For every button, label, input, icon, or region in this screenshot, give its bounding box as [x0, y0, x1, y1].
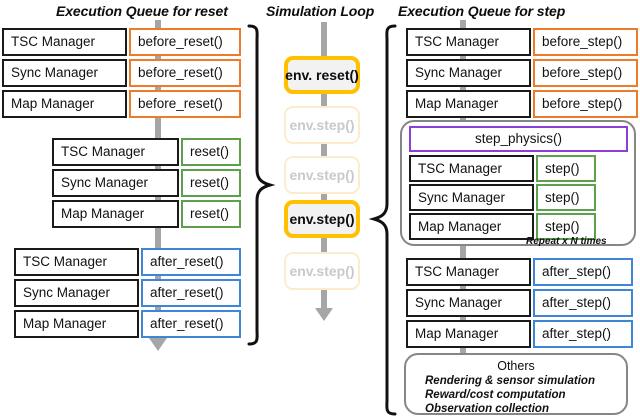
step-physics-label: step_physics() [474, 131, 563, 147]
method-label: reset() [190, 175, 230, 191]
step-before-row-method: before_step() [533, 59, 638, 87]
sim-node-env-step[interactable]: env.step() [284, 106, 360, 144]
step-queue-brace [368, 24, 397, 416]
step-after-row-manager: Sync Manager [406, 289, 531, 317]
manager-label: Sync Manager [415, 295, 503, 311]
reset-before-row-manager: Map Manager [2, 90, 127, 118]
manager-label: TSC Manager [23, 254, 108, 270]
manager-label: TSC Manager [61, 144, 146, 160]
sim-node-label: env.step() [289, 211, 355, 227]
reset-after-row-manager: Map Manager [14, 310, 139, 338]
others-line: Observation collection [425, 403, 549, 415]
manager-label: TSC Manager [418, 160, 503, 176]
method-label: step() [545, 189, 580, 205]
step-after-row-manager: TSC Manager [406, 258, 531, 286]
method-label: reset() [190, 144, 230, 160]
right-column-title: Execution Queue for step [398, 3, 566, 19]
manager-label: Sync Manager [415, 65, 503, 81]
reset-queue-brace [247, 24, 276, 346]
reset-after-row-method: after_reset() [141, 248, 241, 276]
manager-label: Map Manager [61, 206, 145, 222]
step-repeat-note: Repeat x N times [526, 236, 607, 247]
step-before-row-method: before_step() [533, 90, 638, 118]
manager-label: Sync Manager [61, 175, 149, 191]
step-main-row-manager: Map Manager [409, 213, 534, 240]
reset-main-row-manager: Sync Manager [52, 169, 179, 197]
sim-node-env-reset[interactable]: env. reset() [284, 56, 360, 94]
others-line: Reward/cost computation [425, 389, 566, 401]
reset-after-row-method: after_reset() [141, 279, 241, 307]
sim-node-label: env. reset() [285, 67, 359, 83]
step-physics-box: step_physics() [409, 126, 628, 152]
sim-node-label: env.step() [289, 263, 355, 279]
step-main-row-manager: Sync Manager [409, 184, 534, 211]
sim-node-label: env.step() [289, 117, 355, 133]
left-column-title: Execution Queue for reset [56, 3, 228, 19]
method-label: after_step() [542, 326, 612, 342]
step-before-row-manager: Map Manager [406, 90, 531, 118]
method-label: step() [545, 160, 580, 176]
manager-label: Map Manager [23, 316, 107, 332]
sim-node-env-step[interactable]: env.step() [284, 156, 360, 194]
reset-before-row-method: before_reset() [129, 28, 241, 56]
reset-after-row-manager: Sync Manager [14, 279, 139, 307]
method-label: step() [545, 218, 580, 234]
method-label: before_step() [542, 65, 623, 81]
method-label: after_step() [542, 264, 612, 280]
method-label: before_reset() [138, 65, 223, 81]
reset-main-row-method: reset() [181, 169, 241, 197]
method-label: before_reset() [138, 34, 223, 50]
step-after-row-method: after_step() [533, 289, 633, 317]
reset-after-row-manager: TSC Manager [14, 248, 139, 276]
sim-node-env-step-active[interactable]: env.step() [284, 200, 360, 238]
method-label: before_reset() [138, 96, 223, 112]
others-title: Others [497, 359, 535, 373]
manager-label: Sync Manager [23, 285, 111, 301]
method-label: after_step() [542, 295, 612, 311]
method-label: before_step() [542, 34, 623, 50]
sim-node-label: env.step() [289, 167, 355, 183]
manager-label: Sync Manager [418, 189, 506, 205]
reset-main-row-manager: Map Manager [52, 200, 179, 228]
reset-before-row-method: before_reset() [129, 59, 241, 87]
method-label: after_reset() [150, 254, 224, 270]
step-main-row-method: step() [536, 184, 596, 211]
manager-label: TSC Manager [415, 34, 500, 50]
step-main-row-method: step() [536, 213, 596, 240]
step-after-row-method: after_step() [533, 258, 633, 286]
reset-before-row-manager: TSC Manager [2, 28, 127, 56]
others-group: Others Rendering & sensor simulation Rew… [404, 353, 628, 415]
manager-label: Map Manager [415, 96, 499, 112]
step-before-row-method: before_step() [533, 28, 638, 56]
sim-node-env-step[interactable]: env.step() [284, 252, 360, 290]
method-label: after_reset() [150, 285, 224, 301]
manager-label: Map Manager [415, 326, 499, 342]
step-main-row-method: step() [536, 155, 596, 182]
step-before-row-manager: Sync Manager [406, 59, 531, 87]
method-label: reset() [190, 206, 230, 222]
manager-label: TSC Manager [11, 34, 96, 50]
method-label: before_step() [542, 96, 623, 112]
method-label: after_reset() [150, 316, 224, 332]
reset-flow-arrowhead [149, 338, 167, 351]
step-before-row-manager: TSC Manager [406, 28, 531, 56]
middle-column-title: Simulation Loop [266, 3, 375, 19]
step-after-row-manager: Map Manager [406, 320, 531, 348]
others-line: Rendering & sensor simulation [425, 375, 595, 387]
reset-main-row-manager: TSC Manager [52, 138, 179, 166]
reset-main-row-method: reset() [181, 138, 241, 166]
reset-before-row-manager: Sync Manager [2, 59, 127, 87]
step-after-row-method: after_step() [533, 320, 633, 348]
sim-loop-flow-arrowhead [315, 308, 333, 321]
step-main-row-manager: TSC Manager [409, 155, 534, 182]
reset-after-row-method: after_reset() [141, 310, 241, 338]
manager-label: TSC Manager [415, 264, 500, 280]
reset-main-row-method: reset() [181, 200, 241, 228]
manager-label: Sync Manager [11, 65, 99, 81]
reset-before-row-method: before_reset() [129, 90, 241, 118]
manager-label: Map Manager [418, 218, 502, 234]
manager-label: Map Manager [11, 96, 95, 112]
